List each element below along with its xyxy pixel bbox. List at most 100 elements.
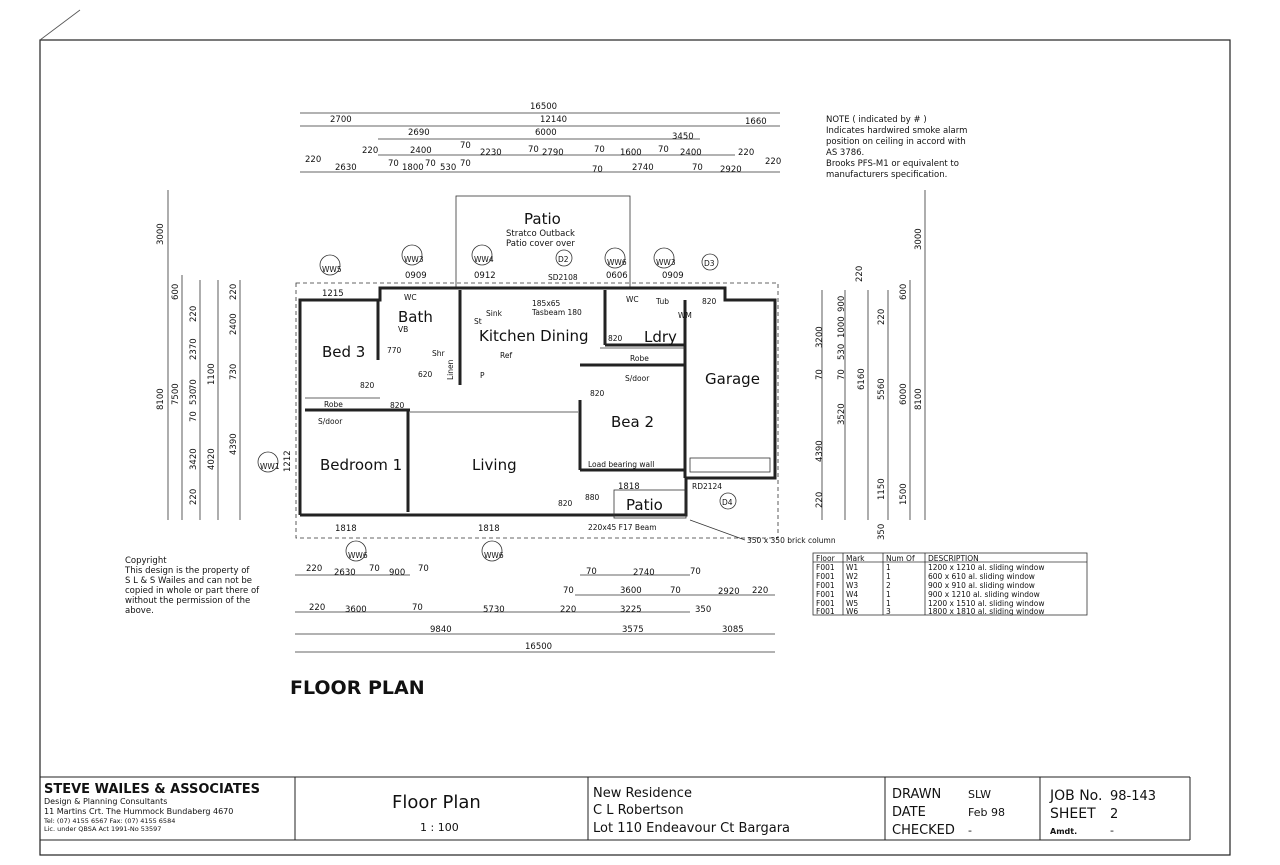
svg-text:1212: 1212 [283,450,293,472]
svg-text:1150: 1150 [877,478,887,500]
label-vanity: VB [398,325,408,334]
title-block: STEVE WAILES & ASSOCIATES Design & Plann… [40,776,1191,841]
svg-text:F001: F001 [816,590,835,599]
checked-value: - [968,824,972,837]
sheet-label: SHEET [1050,806,1096,822]
company-address: 11 Martins Crt. The Hummock Bundaberg 46… [44,807,233,816]
svg-text:16500: 16500 [525,642,552,652]
sheet-border [39,39,1231,856]
date-label: DATE [892,805,926,820]
label-beam-size: 185x65 [532,299,561,308]
svg-text:900 x 910 al. sliding window: 900 x 910 al. sliding window [928,581,1035,590]
room-bath: Bath [398,308,433,326]
svg-text:2: 2 [886,581,891,590]
table-header: Mark [846,554,865,563]
svg-text:1200 x 1510 al. sliding window: 1200 x 1510 al. sliding window [928,599,1044,608]
company-subtitle: Design & Planning Consultants [44,797,167,806]
svg-text:2920: 2920 [718,587,740,597]
svg-text:1500: 1500 [899,483,909,505]
label-sliding-door: S/door [625,374,650,383]
svg-text:9840: 9840 [430,625,452,635]
svg-text:Copyright: Copyright [125,556,167,566]
svg-text:220: 220 [752,586,768,596]
svg-text:2400: 2400 [680,148,702,158]
svg-text:7500: 7500 [171,383,181,405]
svg-text:350: 350 [877,524,887,540]
label-door-sd: SD2108 [548,273,578,282]
room-bedroom1: Bedroom 1 [320,456,402,474]
svg-text:220: 220 [560,605,576,615]
svg-text:3: 3 [886,607,891,616]
top-dimensions: 16500 2700 12140 1660 2690 6000 3450 220… [300,102,781,175]
svg-text:820: 820 [558,499,573,508]
svg-text:WW4: WW4 [474,255,494,264]
svg-text:WW6: WW6 [348,551,368,560]
svg-text:2230: 2230 [480,148,502,158]
svg-text:820: 820 [360,381,375,390]
label-linen: Linen [446,359,455,380]
svg-text:2920: 2920 [720,165,742,175]
svg-text:W5: W5 [846,599,858,608]
svg-text:copied in whole or part there: copied in whole or part there of [125,586,260,596]
svg-text:220: 220 [815,492,825,508]
svg-text:4390: 4390 [229,433,239,455]
svg-text:2740: 2740 [632,163,654,173]
svg-text:70: 70 [586,567,597,577]
svg-text:820: 820 [608,334,623,343]
job-number-label: JOB No. [1049,788,1102,804]
svg-text:1818: 1818 [478,524,500,534]
svg-text:3000: 3000 [914,228,924,250]
svg-text:70: 70 [189,411,199,422]
label-sliding-door: S/door [318,417,343,426]
svg-text:2700: 2700 [330,115,352,125]
svg-text:70: 70 [189,379,199,390]
table-header: Num Of [886,554,915,563]
svg-text:W1: W1 [846,563,858,572]
svg-text:1200 x 1210 al. sliding window: 1200 x 1210 al. sliding window [928,563,1044,572]
svg-text:F001: F001 [816,599,835,608]
svg-text:70: 70 [418,564,429,574]
svg-text:0606: 0606 [606,271,628,281]
svg-text:620: 620 [418,370,433,379]
table-header: Floor [816,554,836,563]
svg-text:70: 70 [692,163,703,173]
top-windows: 0909 0912 0606 0909 1215 [322,271,684,299]
svg-text:D3: D3 [704,259,715,268]
svg-text:3420: 3420 [189,448,199,470]
amendment-value: - [1110,824,1114,837]
room-front-patio: Patio [626,496,663,514]
svg-text:above.: above. [125,606,154,616]
svg-text:2370: 2370 [189,338,199,360]
svg-text:WW1: WW1 [260,462,280,471]
svg-text:900: 900 [837,296,847,312]
label-load-bearing-wall: Load bearing wall [588,460,654,469]
svg-text:220: 220 [306,564,322,574]
smoke-alarm-note: NOTE ( indicated by # ) Indicates hardwi… [826,115,967,180]
svg-text:5730: 5730 [483,605,505,615]
svg-text:3450: 3450 [672,132,694,142]
svg-text:2740: 2740 [633,568,655,578]
svg-text:position on ceiling in accord: position on ceiling in accord with [826,137,966,147]
label-wc: WC [626,295,639,304]
svg-text:3600: 3600 [620,586,642,596]
svg-text:70: 70 [528,145,539,155]
svg-text:1800 x 1810 al. sliding window: 1800 x 1810 al. sliding window [928,607,1044,616]
table-header: DESCRIPTION [928,554,979,563]
sheet-value: 2 [1110,807,1118,822]
svg-text:W4: W4 [846,590,858,599]
svg-text:Indicates hardwired smoke alar: Indicates hardwired smoke alarm [826,126,967,136]
svg-text:600: 600 [899,284,909,300]
svg-text:530: 530 [189,389,199,405]
svg-text:5560: 5560 [877,378,887,400]
svg-text:WW3: WW3 [656,258,676,267]
room-bed3: Bed 3 [322,343,365,361]
label-wc: WC [404,293,417,302]
svg-text:without the permission of the: without the permission of the [125,596,250,606]
svg-text:70: 70 [412,603,423,613]
bottom-dimensions: 220 2630 70 900 70 70 2740 70 70 3600 70… [295,564,775,653]
left-dimensions: 3000 8100 7500 600 220 2370 1100 530 70 … [156,190,241,520]
